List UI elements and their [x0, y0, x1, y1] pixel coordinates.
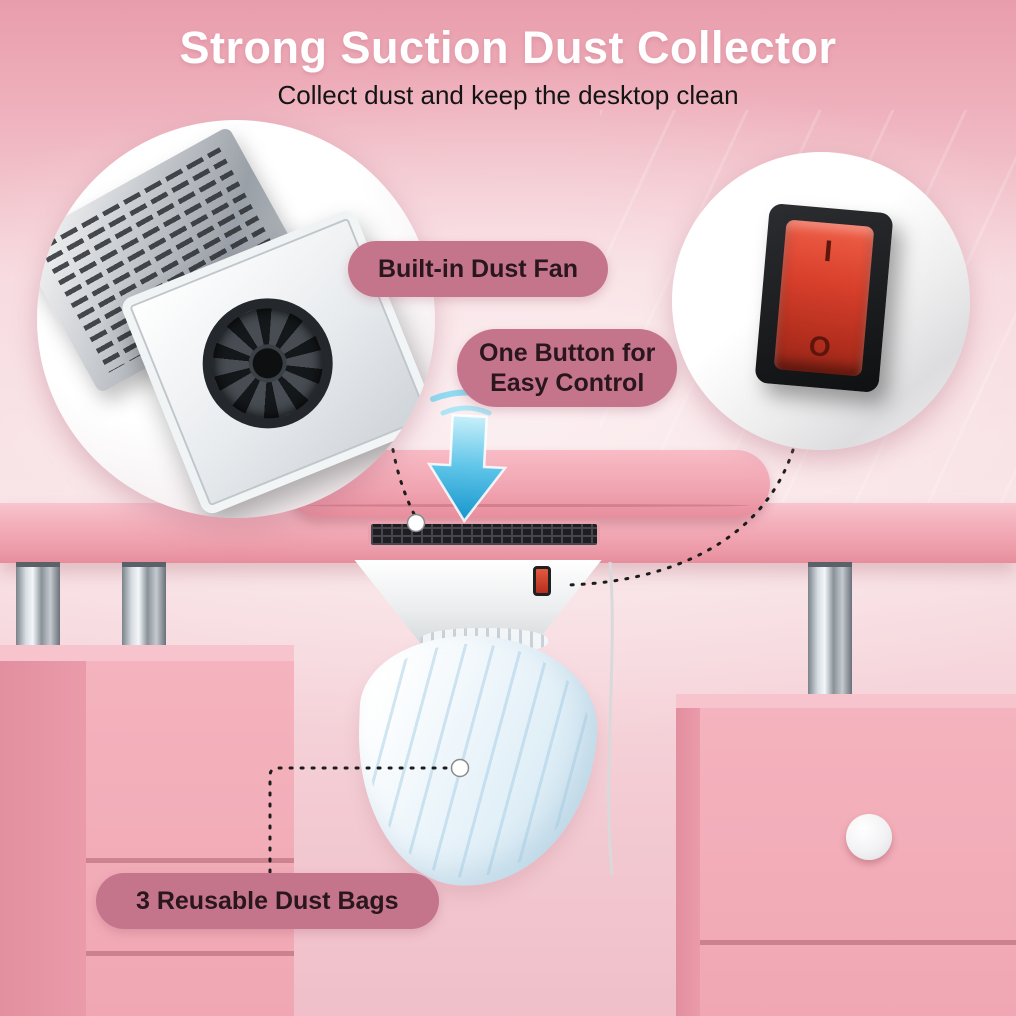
right-cabinet-side	[676, 708, 700, 1016]
feature-circle-power-switch: I O	[672, 152, 970, 450]
callout-label: 3 Reusable Dust Bags	[136, 887, 399, 915]
callout-built-in-dust-fan: Built-in Dust Fan	[348, 241, 608, 297]
switch-on-mark: I	[822, 234, 834, 269]
callout-label-line1: One Button for	[479, 339, 656, 367]
callout-label: Built-in Dust Fan	[378, 255, 578, 283]
left-cabinet-side	[0, 661, 86, 1016]
callout-reusable-dust-bags: 3 Reusable Dust Bags	[96, 873, 439, 929]
callout-label-line2: Easy Control	[490, 369, 645, 397]
fan-hub	[242, 338, 293, 389]
table-leg-right	[808, 562, 852, 702]
left-cabinet-front	[86, 661, 294, 1016]
left-cabinet-top	[0, 645, 294, 663]
right-cabinet-top	[676, 694, 1016, 710]
table-leg-left-2	[122, 562, 166, 652]
left-cabinet-drawer-gap-1	[86, 858, 294, 863]
vent-grille	[368, 521, 600, 548]
switch-off-mark: O	[807, 329, 832, 363]
page-title: Strong Suction Dust Collector	[179, 22, 837, 73]
suction-motion-line-2	[440, 405, 492, 416]
rocker-switch-icon: I O	[754, 202, 894, 394]
right-cabinet-front	[700, 708, 1016, 1016]
table-leg-left-1	[16, 562, 60, 652]
power-cord	[607, 561, 614, 876]
left-cabinet-drawer-gap-2	[86, 951, 294, 956]
power-switch-mini	[533, 566, 551, 596]
dust-bag	[353, 631, 601, 891]
page-subtitle: Collect dust and keep the desktop clean	[277, 80, 739, 110]
callout-one-button-easy-control: One Button for Easy Control	[457, 329, 678, 407]
drawer-knob	[846, 814, 892, 860]
rocker-switch-red: I O	[773, 219, 875, 377]
feature-circle-dust-fan	[37, 120, 435, 518]
right-cabinet-drawer-gap	[700, 940, 1016, 945]
fan-icon	[183, 278, 353, 448]
